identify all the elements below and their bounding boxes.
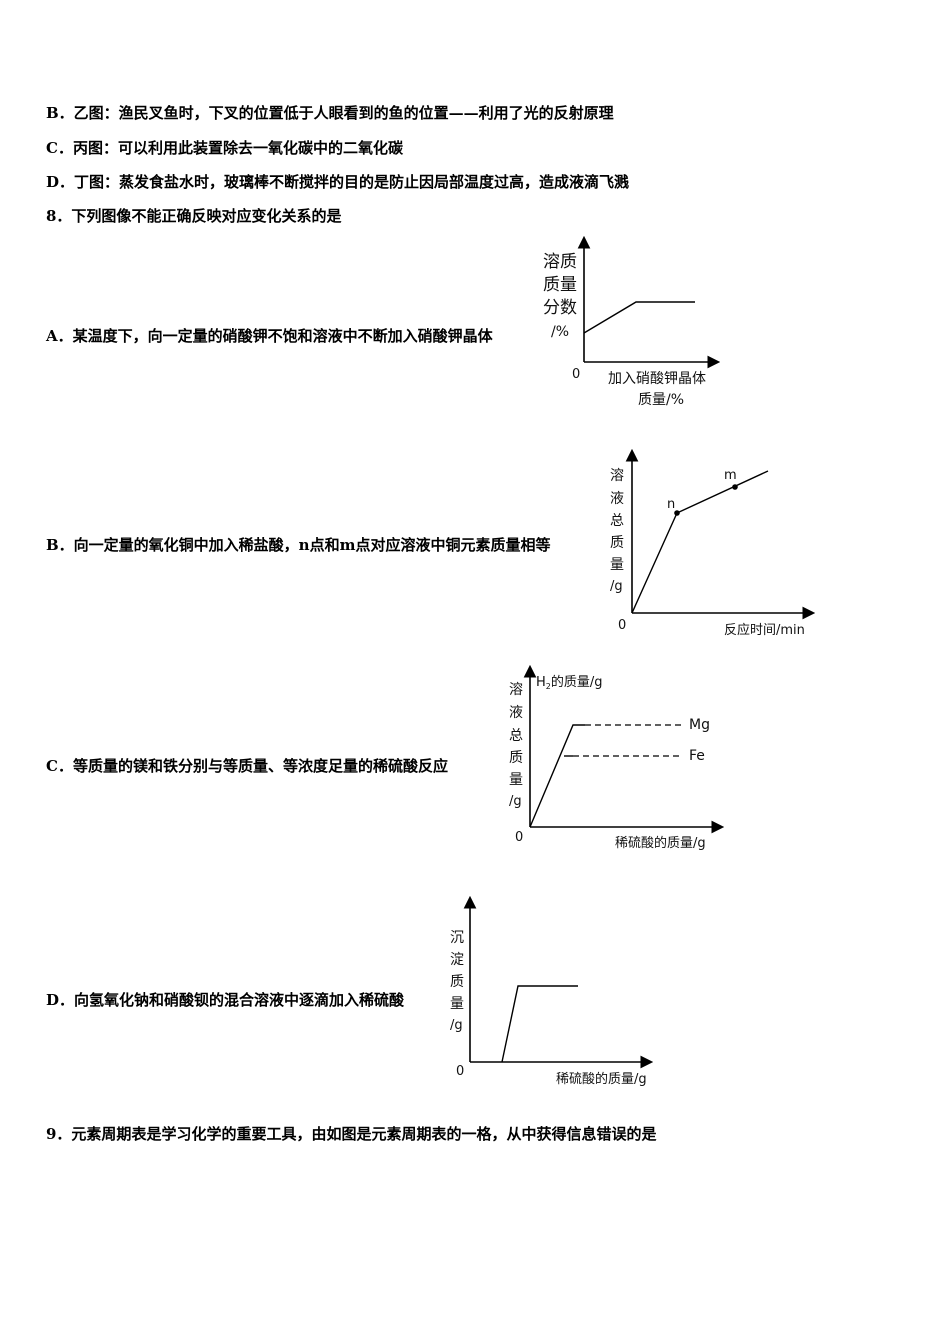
graph-c-y-label-5: 量	[509, 772, 523, 788]
graph-a-y-label-4: /%	[551, 324, 569, 340]
graph-b-point-m-label: m	[724, 468, 737, 483]
graph-b-y-label-3: 总	[610, 513, 624, 529]
graph-a-y-label-2: 质量	[543, 275, 577, 295]
graph-d-curve	[501, 985, 578, 1063]
option-c-previous: C．丙图：可以利用此装置除去一氧化碳中的二氧化碳	[46, 139, 403, 157]
graph-d-x-label: 稀硫酸的质量/g	[556, 1071, 647, 1087]
graph-c-y-label-1: 溶	[509, 682, 523, 698]
option-d-previous: D．丁图：蒸发食盐水时，玻璃棒不断搅拌的目的是防止因局部温度过高，造成液滴飞溅	[46, 173, 630, 191]
graph-b-point-n-label: n	[667, 497, 675, 512]
graph-b: n m 溶 液 总 质 量 /g 0 反应时间/min	[610, 448, 816, 638]
question-8-option-c: C．等质量的镁和铁分别与等质量、等浓度足量的稀硫酸反应	[46, 757, 448, 775]
graph-c-origin: 0	[515, 830, 523, 845]
graph-b-origin: 0	[618, 618, 626, 633]
question-8-title: 8．下列图像不能正确反映对应变化关系的是	[46, 207, 342, 225]
graph-a: 溶质 质量 分数 /% 0 加入硝酸钾晶体 质量/%	[543, 235, 721, 408]
graph-d-y-label-1: 沉	[450, 930, 464, 946]
graph-b-y-label-4: 质	[610, 535, 624, 551]
graph-a-curve	[583, 301, 695, 334]
question-8-option-d: D．向氢氧化钠和硝酸钡的混合溶液中逐滴加入稀硫酸	[46, 991, 405, 1009]
graph-a-y-label-3: 分数	[543, 298, 577, 318]
graph-d-y-label-3: 质	[450, 974, 464, 990]
graph-d: 沉 淀 质 量 /g 0 稀硫酸的质量/g	[450, 895, 654, 1087]
graph-b-y-label-5: 量	[610, 557, 624, 573]
graph-c-label-mg: Mg	[689, 717, 710, 733]
graph-a-origin: 0	[572, 367, 580, 382]
graph-b-y-label-2: 液	[610, 491, 624, 507]
graph-b-point-n	[674, 510, 680, 516]
graph-c-label-fe: Fe	[689, 748, 705, 764]
graph-c-x-label: 稀硫酸的质量/g	[615, 835, 706, 851]
graph-a-y-label-1: 溶质	[543, 252, 577, 272]
graph-d-y-label-4: 量	[450, 996, 464, 1012]
graph-d-y-label-2: 淀	[450, 952, 464, 968]
graph-c-y-label-6: /g	[509, 794, 522, 809]
graph-a-x-label-2: 质量/%	[638, 392, 684, 408]
graph-c: Mg Fe H2的质量/g 溶 液 总 质 量 /g 0 稀硫酸的质量/g	[509, 664, 725, 851]
graph-b-y-label-6: /g	[610, 579, 623, 594]
question-8-option-a: A．某温度下，向一定量的硝酸钾不饱和溶液中不断加入硝酸钾晶体	[46, 327, 493, 345]
graph-c-y-title: H2的质量/g	[536, 674, 603, 691]
graph-b-y-label-1: 溶	[610, 468, 624, 484]
graph-b-x-label: 反应时间/min	[724, 622, 805, 638]
option-b-previous: B．乙图：渔民叉鱼时，下叉的位置低于人眼看到的鱼的位置——利用了光的反射原理	[46, 104, 614, 122]
graph-c-y-label-3: 总	[509, 728, 523, 744]
question-8-option-b: B．向一定量的氧化铜中加入稀盐酸，n点和m点对应溶液中铜元素质量相等	[46, 536, 551, 554]
graph-c-y-label-4: 质	[509, 750, 523, 766]
question-9-title: 9．元素周期表是学习化学的重要工具，由如图是元素周期表的一格，从中获得信息错误的…	[46, 1125, 657, 1143]
graph-c-series-mg	[529, 724, 585, 828]
graph-b-point-m	[732, 484, 738, 490]
graph-d-origin: 0	[456, 1064, 464, 1079]
graph-b-curve	[631, 470, 769, 614]
graph-c-y-label-2: 液	[509, 705, 523, 721]
graph-a-x-label-1: 加入硝酸钾晶体	[608, 371, 706, 387]
graph-d-y-label-5: /g	[450, 1018, 463, 1033]
